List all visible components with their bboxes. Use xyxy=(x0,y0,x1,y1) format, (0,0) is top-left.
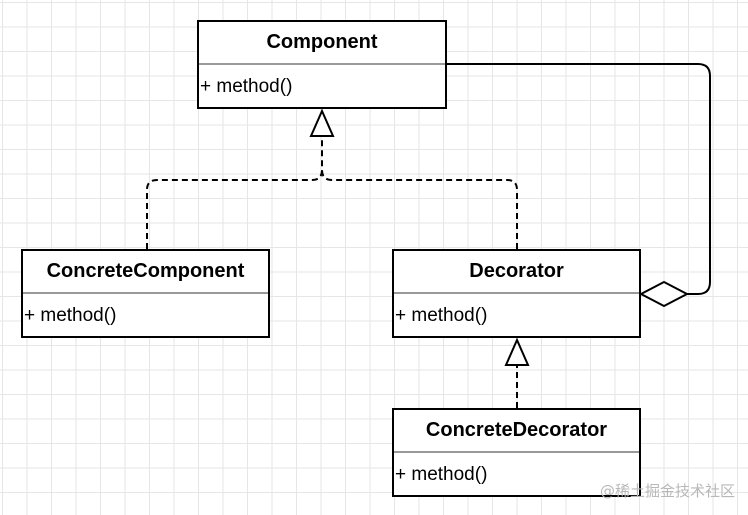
realization-line-concrete-component xyxy=(146,136,323,249)
class-method-component: + method() xyxy=(200,76,293,97)
watermark: @稀土掘金技术社区 xyxy=(599,482,735,500)
class-name-concrete-component: ConcreteComponent xyxy=(23,251,268,294)
class-name-component: Component xyxy=(199,22,445,65)
realization-line-decorator xyxy=(321,169,518,249)
class-decorator[interactable]: Decorator + method() xyxy=(392,249,641,338)
class-concrete-component[interactable]: ConcreteComponent + method() xyxy=(21,249,270,338)
class-method-concrete-component: + method() xyxy=(24,305,117,326)
generalization-arrowhead-decorator xyxy=(504,337,530,366)
class-name-concrete-decorator: ConcreteDecorator xyxy=(394,410,639,453)
aggregation-line xyxy=(447,63,711,295)
aggregation-diamond xyxy=(638,280,690,308)
generalization-arrowhead-component xyxy=(309,108,335,137)
class-concrete-decorator[interactable]: ConcreteDecorator + method() xyxy=(392,408,641,497)
class-component[interactable]: Component + method() xyxy=(197,20,447,109)
class-method-decorator: + method() xyxy=(395,305,488,326)
class-method-concrete-decorator: + method() xyxy=(395,464,488,485)
class-name-decorator: Decorator xyxy=(394,251,639,294)
